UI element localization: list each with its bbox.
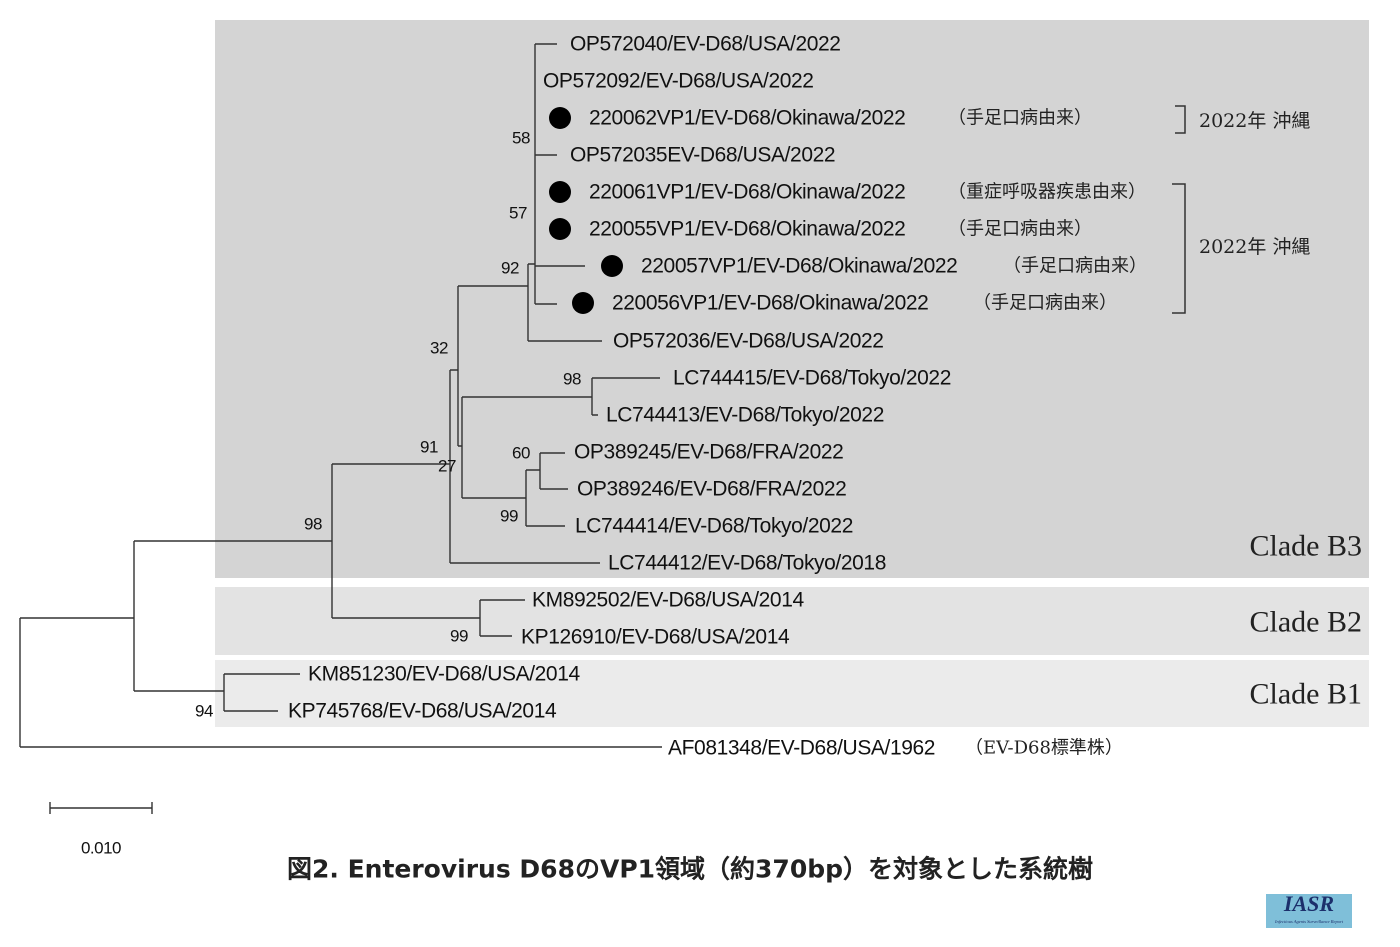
leaf-label: 220057VP1/EV-D68/Okinawa/2022 [641,255,957,278]
leaf-label: OP389246/EV-D68/FRA/2022 [577,478,846,501]
clade-label: Clade B1 [1250,678,1363,711]
leaf-label: OP389245/EV-D68/FRA/2022 [574,441,843,464]
bootstrap-value: 98 [304,515,322,534]
bootstrap-value: 98 [563,370,581,389]
okinawa-marker-icon [549,107,571,129]
leaf-label: 220055VP1/EV-D68/Okinawa/2022 [589,218,905,241]
group-bracket [1172,183,1186,314]
bootstrap-value: 94 [195,702,213,721]
leaf-label: LC744412/EV-D68/Tokyo/2018 [608,552,886,575]
clade-b1-region [215,660,1369,727]
bootstrap-value: 32 [430,339,448,358]
okinawa-markers [549,107,623,314]
scale-bar [49,802,153,814]
okinawa-marker-icon [572,292,594,314]
leaf-label: LC744415/EV-D68/Tokyo/2022 [673,367,951,390]
svg-text:IASR: IASR [1283,891,1334,916]
group-label: 2022年 沖縄 [1199,236,1310,258]
leaf-label: LC744413/EV-D68/Tokyo/2022 [606,404,884,427]
leaf-label: KM851230/EV-D68/USA/2014 [308,663,580,686]
leaf-label: AF081348/EV-D68/USA/1962 [668,737,935,760]
bootstrap-value: 99 [450,627,468,646]
iasr-logo: IASR Infectious Agents Surveillance Repo… [1266,891,1352,928]
leaf-note: （EV-D68標準株） [965,738,1123,759]
bootstrap-value: 92 [501,259,519,278]
clade-b3-region [215,20,1369,578]
leaf-label: 220056VP1/EV-D68/Okinawa/2022 [612,292,928,315]
leaf-label: KP126910/EV-D68/USA/2014 [521,626,790,649]
clade-label: Clade B3 [1250,530,1363,563]
leaf-label: LC744414/EV-D68/Tokyo/2022 [575,515,853,538]
group-label: 2022年 沖縄 [1199,110,1310,132]
clade-label: Clade B2 [1250,606,1363,639]
okinawa-marker-icon [549,218,571,240]
leaf-note: （手足口病由来） [973,293,1117,314]
leaf-note: （手足口病由来） [948,108,1092,129]
bootstrap-value: 91 [420,438,438,457]
leaf-label: 220061VP1/EV-D68/Okinawa/2022 [589,181,905,204]
scale-bar-label: 0.010 [81,839,121,858]
bootstrap-value: 99 [500,507,518,526]
clade-b2-region [215,587,1369,655]
okinawa-marker-icon [549,181,571,203]
leaf-note: （重症呼吸器疾患由来） [948,182,1146,203]
tree-branches [19,43,662,748]
svg-text:Infectious Agents Surveillance: Infectious Agents Surveillance Report [1274,919,1344,924]
okinawa-marker-icon [601,255,623,277]
leaf-label: OP572036/EV-D68/USA/2022 [613,330,884,353]
leaf-label: OP572040/EV-D68/USA/2022 [570,33,841,56]
group-bracket [1175,105,1186,134]
figure-caption: 図2. Enterovirus D68のVP1領域（約370bp）を対象とした系… [287,855,1093,884]
leaf-label: KP745768/EV-D68/USA/2014 [288,700,557,723]
bootstrap-value: 60 [512,444,530,463]
leaf-note: （手足口病由来） [948,219,1092,240]
leaf-note: （手足口病由来） [1003,256,1147,277]
leaf-label: OP572092/EV-D68/USA/2022 [543,70,814,93]
leaf-label: OP572035EV-D68/USA/2022 [570,144,835,167]
bootstrap-value: 27 [438,457,456,476]
leaf-label: 220062VP1/EV-D68/Okinawa/2022 [589,107,905,130]
leaf-label: KM892502/EV-D68/USA/2014 [532,589,804,612]
bootstrap-value: 58 [512,129,530,148]
bootstrap-value: 57 [509,204,527,223]
